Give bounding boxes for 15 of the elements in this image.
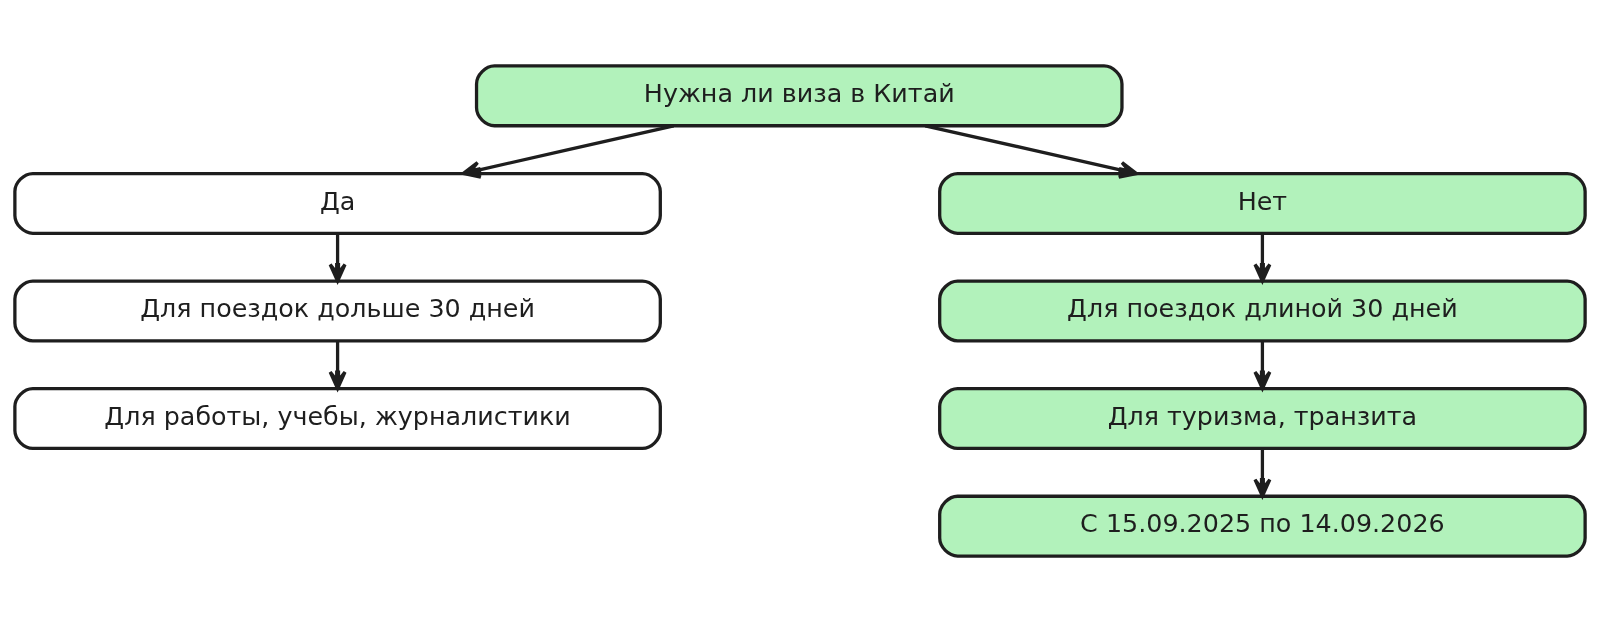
arrow <box>1253 448 1272 498</box>
node-box: Да <box>13 171 662 235</box>
node-box: Нужна ли виза в Китай <box>474 64 1124 128</box>
node-box: С 15.09.2025 по 14.09.2026 <box>938 494 1587 558</box>
node-box: Для поездок дольше 30 дней <box>13 279 662 343</box>
node-box: Для работы, учебы, журналистики <box>13 387 662 451</box>
arrow <box>328 233 347 283</box>
node-box: Для поездок длиной 30 дней <box>938 279 1587 343</box>
arrow <box>1253 233 1272 283</box>
node-box: Нет <box>938 171 1587 235</box>
node-box: Для туризма, транзита <box>938 387 1587 451</box>
arrow <box>1253 341 1272 391</box>
arrow <box>461 124 675 179</box>
arrow <box>328 341 347 391</box>
arrow <box>924 124 1139 179</box>
